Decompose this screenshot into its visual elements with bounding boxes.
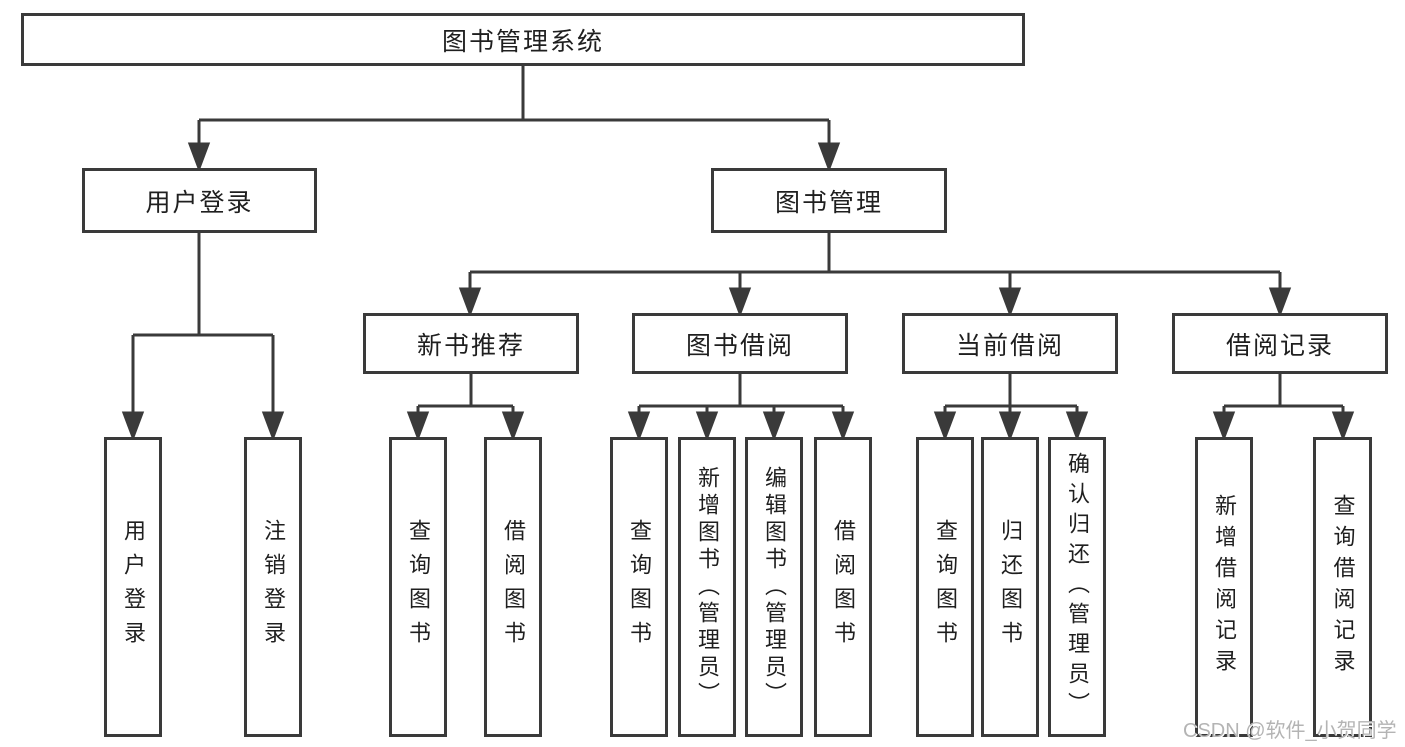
leaf-br-add-record-label: 新增借阅记录 [1212, 494, 1237, 680]
leaf-user-login-label: 用户登录 [121, 519, 146, 655]
edge-root-to-level2 [187, 66, 841, 173]
leaf-br-query-record: 查询借阅记录 [1313, 437, 1372, 737]
edge-book-mgmt-to-level3 [458, 233, 1292, 318]
leaf-bb-query-books-label: 查询图书 [627, 519, 652, 655]
leaf-cb-return-books: 归还图书 [981, 437, 1039, 737]
arrowhead [817, 142, 841, 173]
arrowhead [728, 287, 752, 318]
edge-borrow-records-to-leaves [1212, 374, 1355, 442]
node-current-borrow: 当前借阅 [902, 313, 1118, 374]
csdn-watermark: CSDN @软件_小贺同学 [1183, 720, 1397, 742]
leaf-cb-query-books: 查询图书 [916, 437, 974, 737]
arrowhead [998, 287, 1022, 318]
node-new-book-rec-label: 新书推荐 [416, 331, 525, 360]
edge-book-borrow-to-leaves [627, 374, 855, 442]
leaf-logout-label: 注销登录 [261, 519, 286, 655]
node-book-borrow: 图书借阅 [632, 313, 848, 374]
leaf-user-login: 用户登录 [104, 437, 162, 737]
leaf-cb-confirm-return-admin-label: 确认归还（管理员） [1065, 452, 1090, 722]
node-current-borrow-label: 当前借阅 [955, 331, 1064, 360]
arrowhead [831, 411, 855, 442]
leaf-cb-return-books-label: 归还图书 [998, 519, 1023, 655]
leaf-bb-edit-book-admin-label: 编辑图书（管理员） [762, 465, 787, 709]
edge-new-book-rec-to-leaves [406, 374, 525, 442]
node-root: 图书管理系统 [21, 13, 1025, 66]
arrowhead [406, 411, 430, 442]
arrowhead [1268, 287, 1292, 318]
leaf-br-query-record-label: 查询借阅记录 [1330, 494, 1356, 680]
arrowhead [501, 411, 525, 442]
leaf-bb-query-books: 查询图书 [610, 437, 668, 737]
arrowhead [627, 411, 651, 442]
leaf-bb-add-book-admin: 新增图书（管理员） [678, 437, 736, 737]
leaf-br-add-record: 新增借阅记录 [1195, 437, 1253, 737]
node-root-label: 图书管理系统 [441, 27, 604, 56]
node-book-mgmt-label: 图书管理 [774, 188, 883, 217]
leaf-nb-borrow-books-label: 借阅图书 [501, 519, 526, 655]
leaf-logout: 注销登录 [244, 437, 302, 737]
arrowhead [695, 411, 719, 442]
arrowhead [762, 411, 786, 442]
arrowhead [458, 287, 482, 318]
edge-current-borrow-to-leaves [933, 374, 1089, 442]
node-borrow-records: 借阅记录 [1172, 313, 1388, 374]
node-new-book-rec: 新书推荐 [363, 313, 579, 374]
leaf-bb-add-book-admin-label: 新增图书（管理员） [695, 465, 720, 709]
arrowhead [121, 411, 145, 442]
arrowhead [1065, 411, 1089, 442]
node-book-borrow-label: 图书借阅 [685, 331, 794, 360]
arrowhead [998, 411, 1022, 442]
leaf-nb-query-books-label: 查询图书 [406, 519, 431, 655]
leaf-nb-query-books: 查询图书 [389, 437, 447, 737]
node-user-login-label: 用户登录 [145, 188, 254, 217]
arrowhead [187, 142, 211, 173]
arrowhead [1212, 411, 1236, 442]
leaf-bb-edit-book-admin: 编辑图书（管理员） [745, 437, 803, 737]
node-user-login: 用户登录 [82, 168, 317, 233]
leaf-nb-borrow-books: 借阅图书 [484, 437, 542, 737]
edge-user-login-to-leaves [121, 233, 285, 442]
arrowhead [933, 411, 957, 442]
node-book-mgmt: 图书管理 [711, 168, 947, 233]
arrowhead [261, 411, 285, 442]
arrowhead [1331, 411, 1355, 442]
node-borrow-records-label: 借阅记录 [1225, 331, 1334, 360]
leaf-bb-borrow-books: 借阅图书 [814, 437, 872, 737]
leaf-cb-query-books-label: 查询图书 [933, 519, 958, 655]
leaf-bb-borrow-books-label: 借阅图书 [831, 519, 856, 655]
leaf-cb-confirm-return-admin: 确认归还（管理员） [1048, 437, 1106, 737]
